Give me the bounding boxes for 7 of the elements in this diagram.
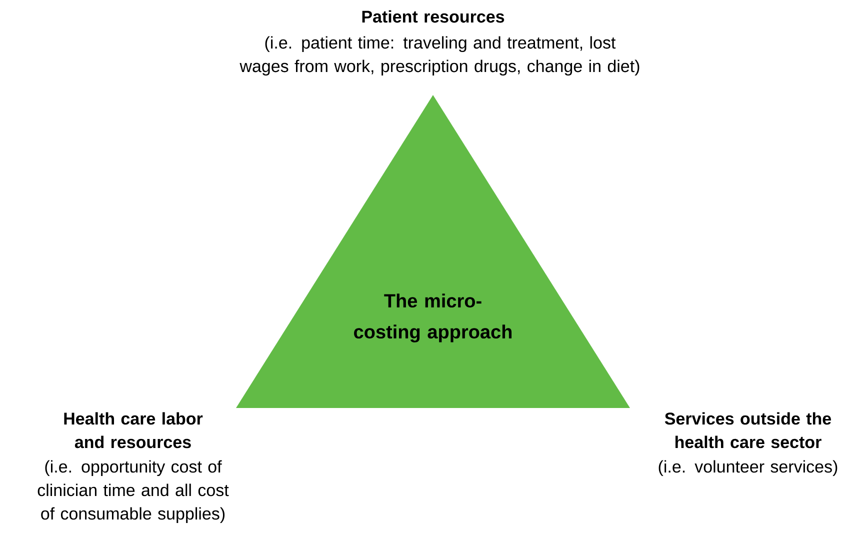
triangle: The micro-costing approach — [236, 95, 630, 408]
description-text: (i.e. opportunity cost of clinician time and all cost of consumable supplies) — [38, 460, 229, 524]
heading-text: Patient resources — [362, 10, 504, 23]
heading-text: Health care labor and resources — [64, 412, 203, 448]
heading-text: Services outside the health care sector — [664, 412, 832, 448]
description-text: (i.e. patient time: traveling and treatment, lost wages from work, prescription drugs, change in diet) — [240, 36, 640, 76]
description-text: (i.e. volunteer services) — [658, 460, 838, 476]
